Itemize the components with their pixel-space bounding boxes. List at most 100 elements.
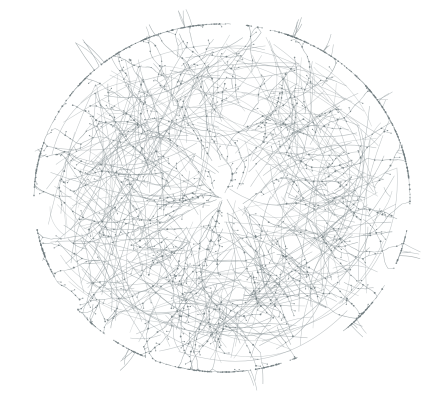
- graph-node-85: [209, 371, 211, 373]
- graph-node-845: [263, 141, 265, 144]
- graph-edge-774: [120, 223, 127, 229]
- graph-node-95: [276, 101, 279, 104]
- graph-node-1204: [376, 229, 378, 231]
- graph-node-1234: [193, 63, 196, 66]
- graph-node-436: [263, 254, 265, 257]
- graph-edge-642: [243, 45, 249, 55]
- graph-node-955: [260, 234, 262, 236]
- graph-node-854: [140, 219, 143, 221]
- graph-edge-1160: [86, 125, 96, 132]
- graph-edge-1310: [351, 242, 358, 245]
- graph-edge-1767: [255, 156, 266, 164]
- graph-node-1091: [156, 111, 158, 113]
- graph-edge-1249: [128, 231, 135, 233]
- graph-edge-1729: [251, 282, 254, 291]
- graph-edge-120: [327, 112, 351, 250]
- graph-node-1093: [127, 97, 129, 99]
- graph-node-825: [257, 368, 259, 370]
- graph-node-1446: [401, 147, 403, 149]
- graph-edge-1158: [95, 121, 106, 127]
- graph-node-1490: [369, 305, 371, 307]
- graph-edge-1612: [132, 263, 143, 269]
- graph-node-118: [84, 184, 87, 187]
- graph-edge-868: [272, 243, 282, 252]
- graph-node-967: [207, 39, 209, 41]
- graph-node-149: [253, 43, 255, 46]
- graph-node-799: [95, 299, 98, 301]
- graph-node-126: [222, 328, 225, 331]
- graph-node-350: [292, 358, 294, 360]
- graph-edge-306: [291, 204, 341, 285]
- graph-node-307: [271, 243, 274, 245]
- graph-edge-100: [153, 63, 174, 106]
- graph-node-529: [198, 55, 201, 58]
- graph-edge-691: [394, 149, 400, 158]
- graph-edge-2156: [208, 296, 216, 305]
- graph-edge-1057: [334, 189, 342, 194]
- graph-node-663: [291, 104, 293, 106]
- graph-edge-515: [197, 138, 204, 146]
- graph-node-1165: [213, 308, 215, 310]
- graph-edge-2029: [155, 207, 161, 212]
- graph-node-1185: [276, 243, 278, 245]
- graph-node-926: [147, 130, 149, 132]
- graph-edge-1119: [166, 331, 171, 337]
- graph-edge-860: [384, 131, 392, 134]
- graph-node-1171: [259, 313, 262, 316]
- graph-edge-2907: [292, 23, 303, 37]
- graph-node-260: [63, 150, 66, 153]
- graph-node-1148: [157, 73, 160, 75]
- graph-edge-1665: [200, 129, 210, 132]
- graph-node-387: [350, 284, 352, 287]
- graph-node-1524: [219, 371, 222, 373]
- graph-node-1471: [402, 242, 405, 245]
- graph-node-738: [273, 182, 275, 184]
- graph-node-1049: [159, 197, 161, 199]
- graph-node-1169: [245, 319, 247, 321]
- graph-node-245: [113, 228, 115, 231]
- graph-node-683: [305, 288, 307, 290]
- graph-edge-1860: [209, 38, 214, 45]
- graph-node-571: [278, 140, 280, 142]
- graph-edge-1942: [320, 215, 328, 224]
- graph-node-1511: [228, 371, 230, 373]
- graph-edge-2326: [368, 253, 376, 256]
- graph-edge-51: [198, 251, 313, 274]
- graph-node-499: [100, 126, 102, 128]
- graph-edge-258: [177, 92, 259, 113]
- graph-node-584: [269, 298, 272, 301]
- graph-node-1355: [129, 45, 132, 47]
- graph-edge-2353: [51, 238, 62, 240]
- graph-edge-154: [51, 80, 137, 155]
- graph-edge-1795: [191, 162, 199, 172]
- graph-edge-1861: [64, 150, 75, 153]
- graph-edge-215: [367, 122, 382, 147]
- graph-node-389: [357, 287, 359, 290]
- graph-node-79: [198, 351, 201, 353]
- graph-node-105: [217, 239, 220, 242]
- graph-node-649: [369, 234, 372, 237]
- graph-node-875: [255, 297, 258, 300]
- graph-node-824: [261, 367, 263, 369]
- graph-node-1365: [78, 84, 81, 86]
- graph-node-979: [238, 52, 240, 55]
- graph-node-1396: [211, 23, 213, 25]
- graph-node-711: [199, 184, 201, 187]
- graph-node-520: [211, 138, 213, 141]
- graph-node-818: [266, 363, 268, 365]
- graph-edge-1032: [282, 236, 286, 247]
- graph-edge-1661: [226, 137, 233, 146]
- graph-node-754: [258, 224, 260, 226]
- graph-node-743: [291, 180, 293, 182]
- graph-edge-672: [251, 60, 253, 73]
- graph-edge-2269: [198, 58, 204, 62]
- graph-node-1173: [276, 298, 278, 301]
- graph-edge-1062: [249, 215, 253, 226]
- graph-node-273: [162, 155, 165, 158]
- graph-node-1391: [190, 25, 192, 27]
- graph-node-353: [221, 212, 223, 214]
- graph-node-915: [359, 145, 361, 147]
- graph-node-895: [110, 87, 112, 89]
- graph-edge-530: [188, 331, 191, 342]
- graph-edge-1495: [324, 305, 332, 311]
